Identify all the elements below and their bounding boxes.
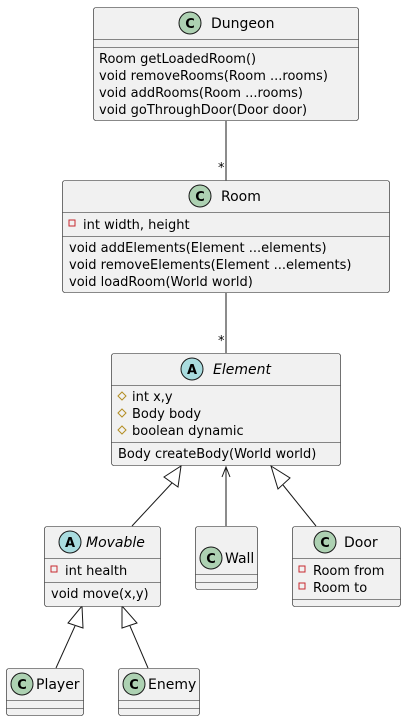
inheritance-arrow-player [67,604,84,629]
class-movable: A Movable int health void move(x,y) [44,526,161,607]
field: int health [65,564,127,579]
method: Room getLoadedRoom() [99,52,256,67]
class-name: Door [344,535,378,551]
private-field-icon [298,582,306,590]
class-badge-letter: C [17,678,27,693]
edge-door-element [282,484,317,527]
field: Room from [313,564,384,579]
class-badge-letter: C [185,17,195,32]
field: boolean dynamic [132,424,244,439]
method: void addElements(Element ...elements) [69,241,327,256]
class-name: Dungeon [211,16,274,32]
method: void removeRooms(Room ...rooms) [99,69,328,84]
class-name: Wall [225,551,254,567]
edge-enemy-movable [129,625,149,669]
edge-player-movable [55,625,76,669]
class-badge-letter: C [195,190,205,205]
method: void removeElements(Element ...elements) [69,258,351,273]
class-badge-letter: A [187,363,197,378]
abstract-badge-icon [58,530,82,554]
method: void addRooms(Room ...rooms) [99,86,303,101]
class-name: Movable [86,535,145,551]
class-badge-icon [188,184,212,208]
field: Body body [132,407,201,422]
private-field-icon [298,565,306,573]
class-badge-icon [122,672,146,696]
class-badge-letter: C [320,536,330,551]
field: int x,y [132,390,173,405]
class-door: C Door Room from Room to [292,526,401,607]
protected-field-icon [117,391,127,401]
class-player: C Player [6,668,84,716]
multiplicity-room: * [218,161,225,176]
class-name: Enemy [148,677,196,693]
class-enemy: C Enemy [118,668,200,716]
private-field-icon [68,219,76,227]
class-element: A Element int x,y Body body boolean dyna… [111,353,341,466]
inheritance-arrow-enemy [121,604,138,629]
class-name: Element [213,362,271,378]
class-room: C Room int width, height void addElement… [62,180,390,293]
protected-field-icon [117,425,127,435]
method: Body createBody(World world) [118,447,316,462]
abstract-badge-icon [180,357,204,381]
class-wall: C Wall [195,526,258,590]
field: int width, height [83,218,190,233]
method: void move(x,y) [51,587,149,602]
class-badge-icon [178,11,202,35]
association-arrow-wall [221,465,231,478]
inheritance-arrow-movable [163,464,182,488]
class-badge-icon [10,672,34,696]
field: Room to [313,581,367,596]
protected-field-icon [117,408,127,418]
class-name: Player [36,677,80,693]
inheritance-arrow-door [270,464,291,490]
class-badge-letter: A [65,536,75,551]
method: void goThroughDoor(Door door) [99,103,307,118]
method: void loadRoom(World world) [69,275,253,290]
class-name: Room [221,189,261,205]
private-field-icon [50,565,58,573]
multiplicity-element: * [218,334,225,349]
class-dungeon: C Dungeon Room getLoadedRoom() void remo… [93,7,359,121]
class-badge-letter: C [206,552,216,567]
class-badge-letter: C [129,678,139,693]
class-badge-icon [313,530,337,554]
class-badge-icon [199,546,223,570]
edge-movable-element [131,482,173,527]
